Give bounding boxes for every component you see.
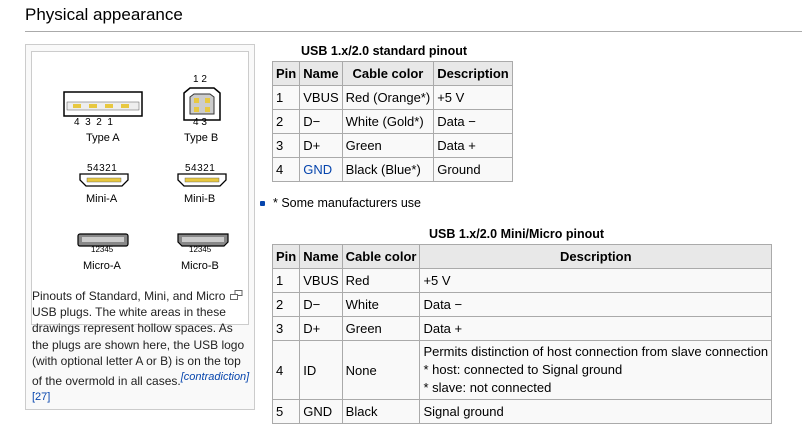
description-line: Permits distinction of host connection f…	[423, 344, 769, 359]
cell-pin: 1	[271, 85, 301, 110]
table-row: 3 D+ Green Data +	[271, 316, 773, 341]
cell-color: Black	[341, 399, 421, 424]
mini-a-plug-icon	[79, 173, 129, 187]
table-header-row: Pin Name Cable color Description	[271, 244, 773, 269]
table-row: 3 D+ Green Data +	[271, 133, 513, 158]
micro-a-plug-icon	[77, 233, 129, 247]
cell-name: D+	[299, 133, 343, 158]
note-text: * Some manufacturers use	[273, 196, 421, 210]
col-header-description: Description	[433, 61, 513, 86]
cell-description: +5 V	[419, 268, 773, 293]
contradiction-link[interactable]: [contradiction]	[180, 371, 250, 384]
cell-pin: 3	[271, 133, 301, 158]
col-header-description: Description	[419, 244, 773, 269]
cell-description: +5 V	[433, 85, 513, 110]
cell-pin: 4	[271, 157, 301, 182]
mini-b-plug-icon	[177, 173, 227, 187]
table-row: 1 VBUS Red +5 V	[271, 268, 773, 293]
mini-micro-pinout-table: Pin Name Cable color Description 1 VBUS …	[271, 244, 773, 424]
cell-description: Data +	[419, 316, 773, 341]
cell-color: None	[341, 340, 421, 400]
description-line: * host: connected to Signal ground	[423, 362, 623, 377]
section-heading: Physical appearance	[25, 5, 183, 24]
cell-name: GND	[299, 399, 343, 424]
micro-a-label: Micro-A	[83, 260, 121, 272]
col-header-name: Name	[299, 244, 343, 269]
cell-description: Data +	[433, 133, 513, 158]
cell-pin: 1	[271, 268, 301, 293]
table-row: 4 ID None Permits distinction of host co…	[271, 340, 773, 400]
mini-b-label: Mini-B	[184, 193, 216, 205]
cell-description: Permits distinction of host connection f…	[419, 340, 773, 400]
micro-b-plug-icon	[177, 233, 229, 247]
cell-color: Black (Blue*)	[341, 157, 435, 182]
table-row: 4 GND Black (Blue*) Ground	[271, 157, 513, 182]
table1-title: USB 1.x/2.0 standard pinout	[301, 44, 468, 58]
table-row: 5 GND Black Signal ground	[271, 399, 773, 424]
figure-caption: Pinouts of Standard, Mini, and Micro USB…	[32, 288, 250, 409]
type-a-plug-icon	[63, 91, 143, 117]
type-b-pin-bottom: 4 3	[193, 117, 207, 128]
table-header-row: Pin Name Cable color Description	[271, 61, 513, 86]
cell-description: Signal ground	[419, 399, 773, 424]
cell-pin: 4	[271, 340, 301, 400]
type-b-label: Type B	[184, 132, 219, 144]
cell-pin: 3	[271, 316, 301, 341]
cell-name: ID	[299, 340, 343, 400]
cell-color: White	[341, 292, 421, 317]
table-row: 1 VBUS Red (Orange*) +5 V	[271, 85, 513, 110]
table-row: 2 D− White Data −	[271, 292, 773, 317]
type-b-pin-top: 1 2	[193, 74, 207, 85]
gnd-link[interactable]: GND	[303, 162, 333, 177]
cell-color: Red	[341, 268, 421, 293]
cell-color: Red (Orange*)	[341, 85, 435, 110]
cell-description: Data −	[433, 109, 513, 134]
cell-name: D+	[299, 316, 343, 341]
cell-pin: 2	[271, 292, 301, 317]
standard-pinout-table: Pin Name Cable color Description 1 VBUS …	[271, 61, 513, 182]
col-header-pin: Pin	[271, 61, 301, 86]
table-row: 2 D− White (Gold*) Data −	[271, 109, 513, 134]
description-line: * slave: not connected	[423, 380, 552, 395]
caption-text: Pinouts of Standard, Mini, and Micro USB…	[32, 289, 245, 389]
col-header-pin: Pin	[271, 244, 301, 269]
mini-a-label: Mini-A	[86, 193, 118, 205]
enlarge-icon[interactable]	[230, 288, 243, 300]
cell-description: Data −	[419, 292, 773, 317]
cell-name: VBUS	[299, 85, 343, 110]
micro-b-label: Micro-B	[181, 260, 219, 272]
micro-b-pin-numbers: 12345	[189, 245, 212, 254]
type-b-plug-icon	[183, 87, 221, 121]
cell-name: D−	[299, 109, 343, 134]
mini-a-pin-numbers: 54321	[87, 163, 118, 174]
col-header-name: Name	[299, 61, 343, 86]
cell-name: D−	[299, 292, 343, 317]
cell-pin: 5	[271, 399, 301, 424]
mini-b-pin-numbers: 54321	[185, 163, 216, 174]
cell-name: GND	[299, 157, 343, 182]
type-a-label: Type A	[86, 132, 120, 144]
reference-link-27[interactable]: [27]	[32, 391, 51, 404]
cell-color: Green	[341, 133, 435, 158]
bullet-icon	[260, 201, 265, 207]
heading-divider	[25, 31, 802, 32]
cell-color: White (Gold*)	[341, 109, 435, 134]
cell-description: Ground	[433, 157, 513, 182]
usb-plugs-image[interactable]: 4 3 2 1 Type A 1 2 4 3 Type B 54321 Mini…	[31, 51, 249, 325]
manufacturer-note: * Some manufacturers use	[260, 196, 421, 210]
figure-thumbnail: 4 3 2 1 Type A 1 2 4 3 Type B 54321 Mini…	[25, 44, 255, 410]
cell-color: Green	[341, 316, 421, 341]
col-header-cable-color: Cable color	[341, 61, 435, 86]
table2-title: USB 1.x/2.0 Mini/Micro pinout	[429, 227, 605, 241]
type-a-pin-numbers: 4 3 2 1	[74, 117, 113, 128]
cell-name: VBUS	[299, 268, 343, 293]
micro-a-pin-numbers: 12345	[91, 245, 114, 254]
cell-pin: 2	[271, 109, 301, 134]
col-header-cable-color: Cable color	[341, 244, 421, 269]
